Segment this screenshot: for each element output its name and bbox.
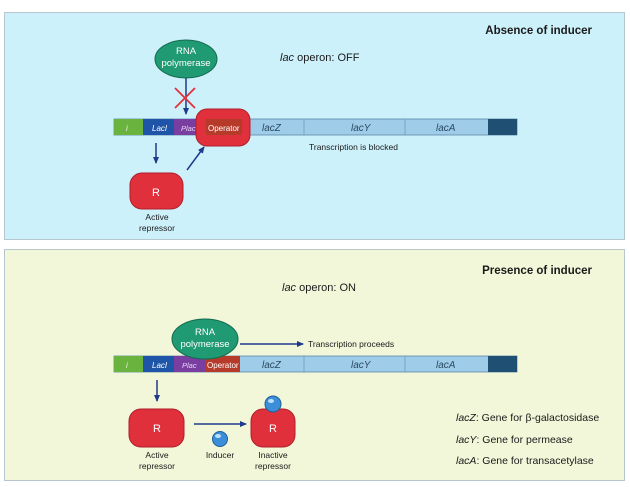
active-repressor [128, 408, 185, 448]
panel-title: Presence of inducer [482, 265, 592, 277]
blocked-x-icon [174, 87, 196, 109]
gene-bar: i LacI Plac Operator lacZ lacY lacA [113, 355, 518, 373]
segment-lacy-label: lacY [351, 123, 372, 134]
segment-laci [143, 356, 174, 372]
active-repressor [129, 172, 184, 210]
inducer-label: Inducer [206, 450, 235, 460]
segment-laci-label: LacI [152, 124, 168, 133]
segment-plac-label: Plac [182, 361, 197, 370]
segment-operator-label: Operator [207, 361, 239, 370]
segment-plac [174, 356, 205, 372]
inactive-repressor-letter: R [269, 423, 277, 435]
segment-operator [205, 356, 240, 372]
segment-laci-label: LacI [152, 361, 168, 370]
transcription-proceeds-note: Transcription proceeds [308, 339, 394, 349]
rna-polymerase-label-line2: polymerase [161, 58, 210, 69]
active-repressor-label-line2: repressor [139, 223, 175, 233]
rna-polymerase-label-line1: RNA [176, 46, 197, 57]
segment-i-label: i [126, 361, 128, 370]
segment-laci [143, 119, 174, 135]
panel-presence-of-inducer: Presence of inducer [4, 249, 625, 481]
bound-inducer-icon [264, 395, 282, 413]
repressor-letter: R [152, 187, 160, 199]
segment-laca-label: lacA [436, 123, 456, 134]
operon-status: lac operon: ON [282, 282, 356, 294]
operon-status: lac operon: OFF [280, 52, 360, 64]
panel-title: Absence of inducer [485, 25, 592, 37]
segment-i [114, 356, 143, 372]
active-repressor-label-line1: Active [145, 212, 168, 222]
inducer-icon [212, 431, 228, 447]
segment-lacz-label: lacZ [262, 360, 282, 371]
rna-polymerase [171, 318, 239, 360]
segment-i [114, 119, 143, 135]
active-repressor-label-line1: Active [145, 450, 168, 460]
inactive-repressor-label-line1: Inactive [258, 450, 288, 460]
segment-operator [206, 119, 242, 135]
segment-end [488, 119, 517, 135]
segment-i-label: i [126, 124, 128, 133]
rna-polymerase-label-line2: polymerase [180, 339, 229, 350]
segment-end [488, 356, 517, 372]
segment-lacz-label: lacZ [262, 123, 282, 134]
inactive-repressor-label-line2: repressor [255, 461, 291, 471]
gene-bar: i LacI Plac lacZ lacY lacA [113, 118, 518, 136]
segment-lacy-label: lacY [351, 360, 372, 371]
rna-polymerase-label-line1: RNA [195, 327, 216, 338]
segment-operator-label: Operator [208, 124, 240, 133]
transcription-blocked-note: Transcription is blocked [309, 142, 398, 152]
repressor-letter: R [153, 423, 161, 435]
legend-item-laca: lacA: Gene for transacetylase [456, 455, 594, 467]
segment-laca-label: lacA [436, 360, 456, 371]
legend-item-lacy: lacY: Gene for permease [456, 434, 573, 446]
legend-item-lacz: lacZ: Gene for β-galactosidase [456, 412, 600, 424]
repressor-binding-arrow [186, 146, 205, 171]
segment-plac-label: Plac [181, 124, 196, 133]
active-repressor-label-line2: repressor [139, 461, 175, 471]
